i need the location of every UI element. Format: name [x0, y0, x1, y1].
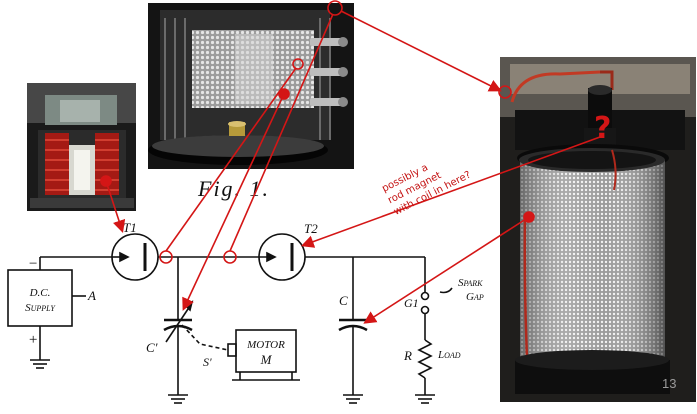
red-annotations [100, 0, 601, 324]
plus-sign: + [28, 332, 38, 348]
marker-circle-photo-1 [292, 58, 304, 70]
question-mark: ? [594, 111, 611, 146]
motor-m [227, 329, 300, 381]
spark-label-line2: Gap [466, 291, 484, 303]
supply-label-line1: D.C. [29, 287, 51, 299]
load-label: Load [437, 349, 461, 361]
spark-label-line1: Spark [458, 277, 483, 289]
capacitor-c [338, 257, 368, 404]
marker-circle-photo-3 [498, 85, 512, 99]
cap1-label: C' [146, 340, 158, 355]
gap-label: G1 [404, 296, 419, 310]
photo-mesh-cylinder: 13 [500, 57, 696, 402]
photo-small-coil [27, 83, 136, 211]
circuit-schematic [7, 233, 453, 404]
photo-mesh-frame [148, 3, 354, 169]
photo-corner-number: 13 [662, 376, 676, 391]
supply-label-line2: Supply [25, 302, 56, 314]
motor-label-line1: MOTOR [246, 339, 285, 351]
minus-sign: − [28, 256, 38, 272]
annotation-note: possibly a rod magnet with coil in here? [380, 162, 472, 218]
tube-t1 [111, 233, 159, 281]
motor-label-line2: M [260, 352, 273, 367]
shaft-label: S' [203, 355, 212, 369]
figure-caption: Fig. 1. [197, 176, 270, 201]
cap2-label: C [339, 293, 348, 308]
load-letter: R [403, 348, 412, 363]
marker-circle-photo-2 [327, 0, 343, 16]
tube2-label: T2 [304, 221, 318, 236]
red-coil-windings [45, 133, 119, 195]
supply-letter: A [87, 288, 96, 303]
spark-gap-and-load [415, 287, 453, 404]
tube1-label: T1 [123, 220, 137, 235]
variable-capacitor-c1 [163, 257, 229, 404]
tube-t2 [258, 233, 306, 281]
